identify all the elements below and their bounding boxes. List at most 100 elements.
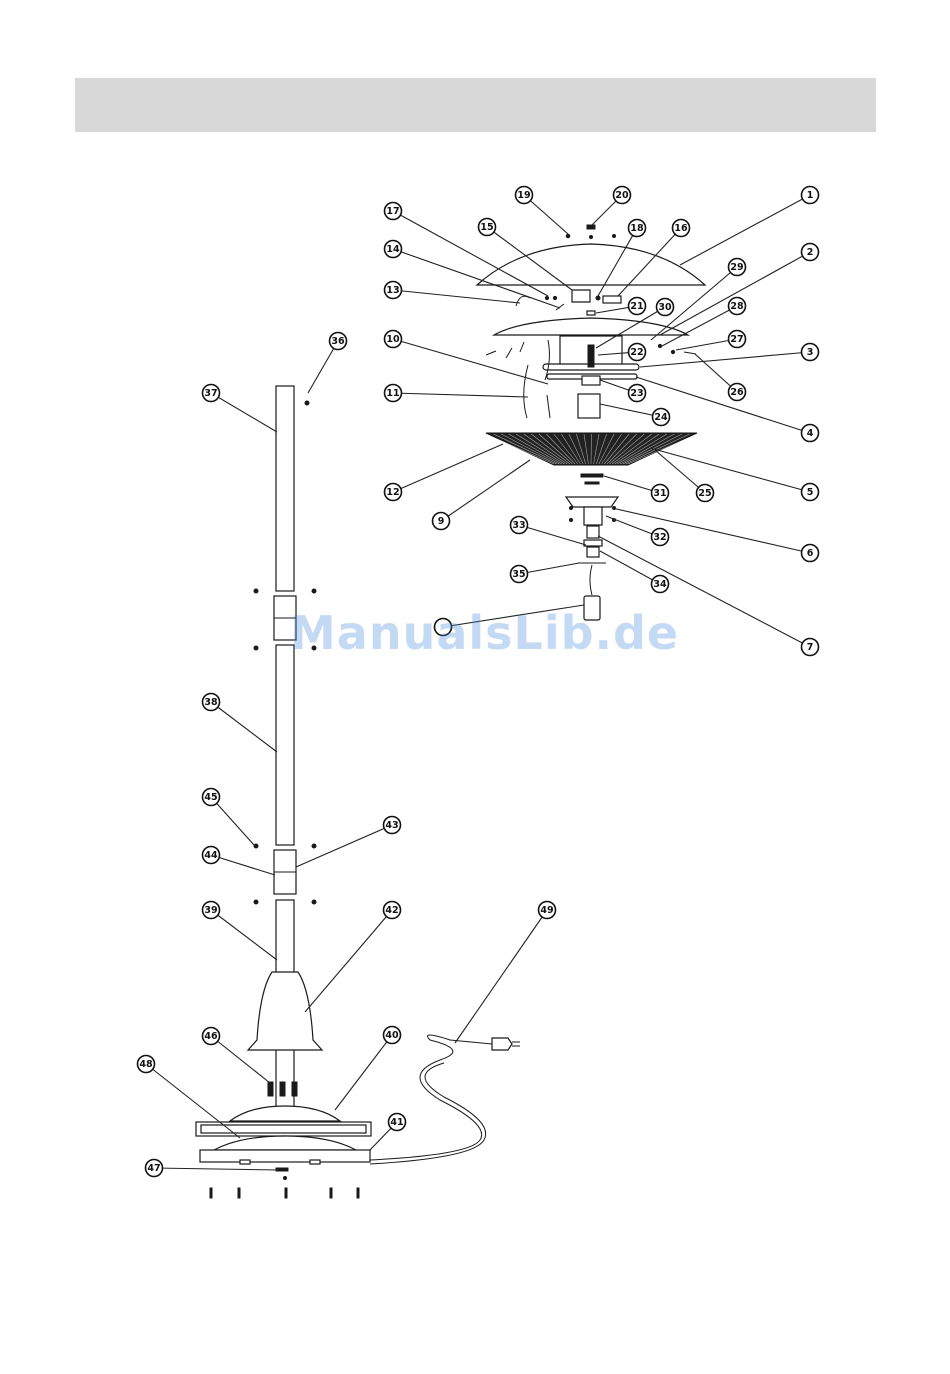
callout-label: 4 (807, 428, 814, 439)
callout-39: 39 (203, 902, 220, 919)
callout-label: 17 (386, 206, 399, 217)
callout-44: 44 (203, 847, 220, 864)
ring-31b (585, 482, 599, 484)
callout-45: 45 (203, 789, 220, 806)
ring-31 (581, 474, 603, 477)
inner-cable (590, 565, 592, 595)
collar-23 (582, 376, 600, 385)
base-dot-l2 (570, 519, 573, 522)
callout-10: 10 (385, 331, 402, 348)
callout-25: 25 (697, 485, 714, 502)
callout-16: 16 (673, 220, 690, 237)
switch-block-15 (572, 290, 590, 302)
leader-line-10 (393, 339, 548, 384)
callout-label: 3 (807, 347, 814, 358)
middle-pole (276, 645, 294, 845)
leader-line-9 (441, 460, 530, 521)
callout-12: 12 (385, 484, 402, 501)
callout-label: 31 (653, 488, 666, 499)
leader-line-40 (335, 1035, 392, 1110)
callout-37: 37 (203, 385, 220, 402)
heater-head-assembly (477, 225, 705, 620)
leader-line-43 (296, 825, 392, 867)
callout-label: 15 (480, 222, 493, 233)
callout-21: 21 (629, 298, 646, 315)
callout-label: 18 (630, 223, 644, 234)
callout-label: 37 (204, 388, 217, 399)
callout-1: 1 (802, 187, 819, 204)
knob-34 (587, 547, 599, 557)
leader-line-34 (600, 551, 660, 584)
screw-28 (658, 344, 661, 347)
connector-33 (584, 540, 602, 546)
screw-17a (545, 296, 548, 299)
callout-2: 2 (802, 244, 819, 261)
callout-label: 6 (807, 548, 814, 559)
callout-label: 43 (385, 820, 398, 831)
base-bolts-46 (268, 1082, 297, 1096)
callout-label: 46 (204, 1031, 218, 1042)
top-dot-right (613, 235, 616, 238)
callout-label: 40 (385, 1030, 399, 1041)
callout-label: 36 (331, 336, 345, 347)
callout-48: 48 (138, 1056, 155, 1073)
callout-label: 27 (730, 334, 743, 345)
callout-29: 29 (729, 259, 746, 276)
callout-35: 35 (511, 566, 528, 583)
callout-14: 14 (385, 241, 402, 258)
top-screw-19 (566, 234, 570, 238)
leader-line-49 (455, 910, 547, 1043)
callouts: 1234567910111213141516171819202122232425… (138, 187, 819, 1177)
callout-label: 12 (386, 487, 399, 498)
callout-41: 41 (389, 1114, 406, 1131)
screw-18 (596, 296, 600, 300)
callout-label: 33 (512, 520, 525, 531)
screw-17b (553, 296, 556, 299)
callout-36: 36 (330, 333, 347, 350)
terminal-16 (603, 296, 621, 303)
callout-9: 9 (433, 513, 450, 530)
callout-label: 24 (654, 412, 668, 423)
callout-19: 19 (516, 187, 533, 204)
leader-line-11 (393, 393, 528, 397)
base-foot-left (240, 1160, 250, 1164)
leader-line-44 (211, 855, 275, 875)
leader-line-5 (650, 448, 810, 492)
callout-label: 47 (147, 1163, 160, 1174)
callout-label: 26 (730, 387, 744, 398)
bolt-30 (588, 345, 594, 367)
callout-46: 46 (203, 1028, 220, 1045)
clamp-26 (684, 352, 696, 354)
callout-27: 27 (729, 331, 746, 348)
middle-shade (494, 318, 688, 335)
callout-label: 1 (807, 190, 814, 201)
callout-34: 34 (652, 576, 669, 593)
callout-label: 22 (630, 347, 643, 358)
callout-label: 11 (386, 388, 399, 399)
callout-17: 17 (385, 203, 402, 220)
bottom-screws (210, 1188, 359, 1198)
callout-label: 2 (807, 247, 814, 258)
connector-21 (587, 311, 595, 315)
base-dot-l1 (570, 507, 573, 510)
leader-line-45 (211, 797, 254, 845)
power-cord (370, 1035, 492, 1160)
callout-40: 40 (384, 1027, 401, 1044)
base-top-plate (230, 1106, 340, 1121)
callout-label: 25 (698, 488, 711, 499)
leader-line-39 (211, 910, 277, 960)
base-bottom-41 (200, 1150, 370, 1162)
callout-label: 39 (204, 905, 217, 916)
leader-lines (146, 195, 810, 1170)
switch-7 (587, 526, 599, 538)
callout-42: 42 (384, 902, 401, 919)
bracket-32 (584, 507, 602, 525)
callout-label: 32 (653, 532, 666, 543)
leader-line-47 (154, 1168, 278, 1170)
callout-23: 23 (629, 385, 646, 402)
leader-line-37 (211, 393, 277, 432)
leader-line-1 (680, 195, 810, 265)
callout-label: 29 (730, 262, 743, 273)
callout-7: 7 (802, 639, 819, 656)
leader-line-17 (393, 211, 548, 296)
